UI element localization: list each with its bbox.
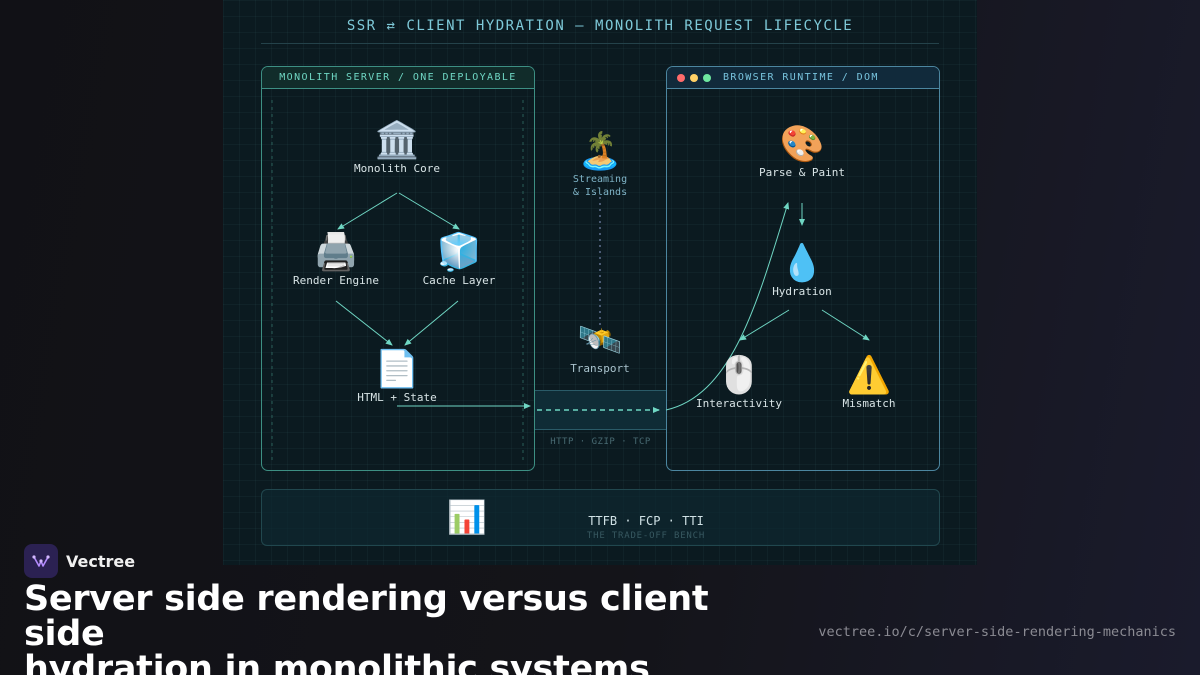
source-url: vectree.io/c/server-side-rendering-mecha… [818,624,1176,640]
parse-paint-label: Parse & Paint [758,166,846,179]
diagram-title: SSR ⇄ CLIENT HYDRATION — MONOLITH REQUES… [346,18,854,34]
arrow-cache-to-html [404,300,459,346]
node-html-state: 📄 HTML + State [347,349,447,404]
arrow-hydration-to-mismatch [821,309,870,341]
protocols-label: HTTP · GZIP · TCP [550,437,651,447]
brand: Vectree [24,544,144,578]
node-cache-layer: 🧊 Cache Layer [409,232,509,287]
arrow-render-to-html [335,300,393,346]
streaming-label: Streaming [572,174,628,185]
hydration-label: Hydration [772,285,832,298]
headline-line-1: Server side rendering versus client side [24,579,709,654]
interactivity-label: Interactivity [695,397,783,410]
droplet-icon: 💧 [779,243,825,284]
classical-building-icon: 🏛️ [374,120,420,161]
brand-name: Vectree [66,552,136,571]
node-interactivity: 🖱️ Interactivity [689,355,789,410]
title-divider [261,43,939,44]
artist-palette-icon: 🎨 [779,124,825,165]
node-monolith-core: 🏛️ Monolith Core [347,120,447,175]
computer-mouse-icon: 🖱️ [716,355,762,396]
headline-line-2: hydration in monolithic systems [24,649,650,675]
browser-box-header: BROWSER RUNTIME / DOM [667,67,939,89]
trade-off-bench [261,489,940,546]
islands-label: & Islands [572,187,628,198]
ice-cube-icon: 🧊 [436,232,482,273]
vectree-logo-icon [24,544,58,578]
node-render-engine: 🖨️ Render Engine [286,232,386,287]
satellite-icon: 🛰️ [577,320,623,361]
mismatch-label: Mismatch [842,397,896,410]
window-dot-red [677,74,685,82]
window-dot-yellow [690,74,698,82]
bench-caption: THE TRADE-OFF BENCH [586,531,706,541]
monolith-core-label: Monolith Core [353,162,441,175]
server-box-header: MONOLITH SERVER / ONE DEPLOYABLE [262,67,534,89]
node-hydration: 💧 Hydration [752,243,852,298]
desert-island-icon: 🏝️ [577,131,623,172]
browser-runtime-box: BROWSER RUNTIME / DOM [666,66,940,471]
printer-icon: 🖨️ [313,232,359,273]
arrow-core-to-cache [398,192,460,230]
diagram-panel: SSR ⇄ CLIENT HYDRATION — MONOLITH REQUES… [223,0,977,565]
headline: Server side rendering versus client side… [24,582,784,675]
node-parse-paint: 🎨 Parse & Paint [752,124,852,179]
bench-metrics: TTFB · FCP · TTI [588,514,704,528]
render-engine-label: Render Engine [292,274,380,287]
arrow-hydration-to-interactivity [739,309,790,341]
warning-icon: ⚠️ [846,355,892,396]
monolith-server-box: MONOLITH SERVER / ONE DEPLOYABLE [261,66,535,471]
flow-arrows [271,100,870,460]
browser-box-title: BROWSER RUNTIME / DOM [723,72,879,83]
cache-layer-label: Cache Layer [422,274,496,287]
node-mismatch: ⚠️ Mismatch [819,355,919,410]
node-streaming-islands: 🏝️ Streaming & Islands [550,131,650,199]
node-transport: 🛰️ Transport [550,320,650,375]
document-icon: 📄 [374,349,420,390]
html-state-label: HTML + State [357,391,437,404]
bar-chart-icon: 📊 [447,498,487,536]
window-dot-green [703,74,711,82]
transport-label: Transport [570,362,630,375]
arrow-core-to-render [337,192,398,230]
